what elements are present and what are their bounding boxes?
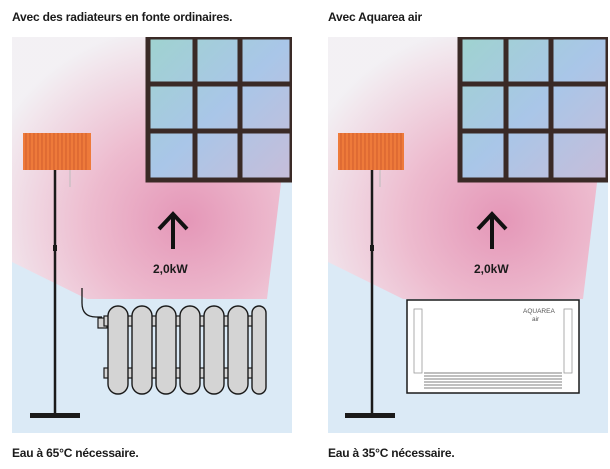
right-panel: 2,0kW AQUAREA air	[328, 37, 608, 433]
right-footer: Eau à 35°C nécessaire.	[328, 446, 455, 460]
unit-sub-label: air	[532, 316, 540, 323]
power-label-left: 2,0kW	[153, 262, 188, 276]
left-title: Avec des radiateurs en fonte ordinaires.	[12, 10, 233, 24]
floor-lamp-icon	[23, 133, 91, 418]
window-icon	[457, 37, 608, 183]
aquarea-air-unit-icon: AQUAREA air	[406, 299, 580, 394]
cast-iron-radiator-icon	[81, 288, 267, 395]
left-scene: 2,0kW	[12, 37, 292, 433]
right-title: Avec Aquarea air	[328, 10, 422, 24]
up-arrow-icon	[157, 211, 189, 249]
power-label-right: 2,0kW	[474, 262, 509, 276]
window-icon	[145, 37, 292, 183]
floor-lamp-icon	[338, 133, 404, 418]
right-scene: 2,0kW AQUAREA air	[328, 37, 608, 433]
left-panel: 2,0kW	[12, 37, 292, 433]
unit-brand-label: AQUAREA	[523, 308, 555, 315]
left-footer: Eau à 65°C nécessaire.	[12, 446, 139, 460]
up-arrow-icon	[476, 211, 508, 249]
